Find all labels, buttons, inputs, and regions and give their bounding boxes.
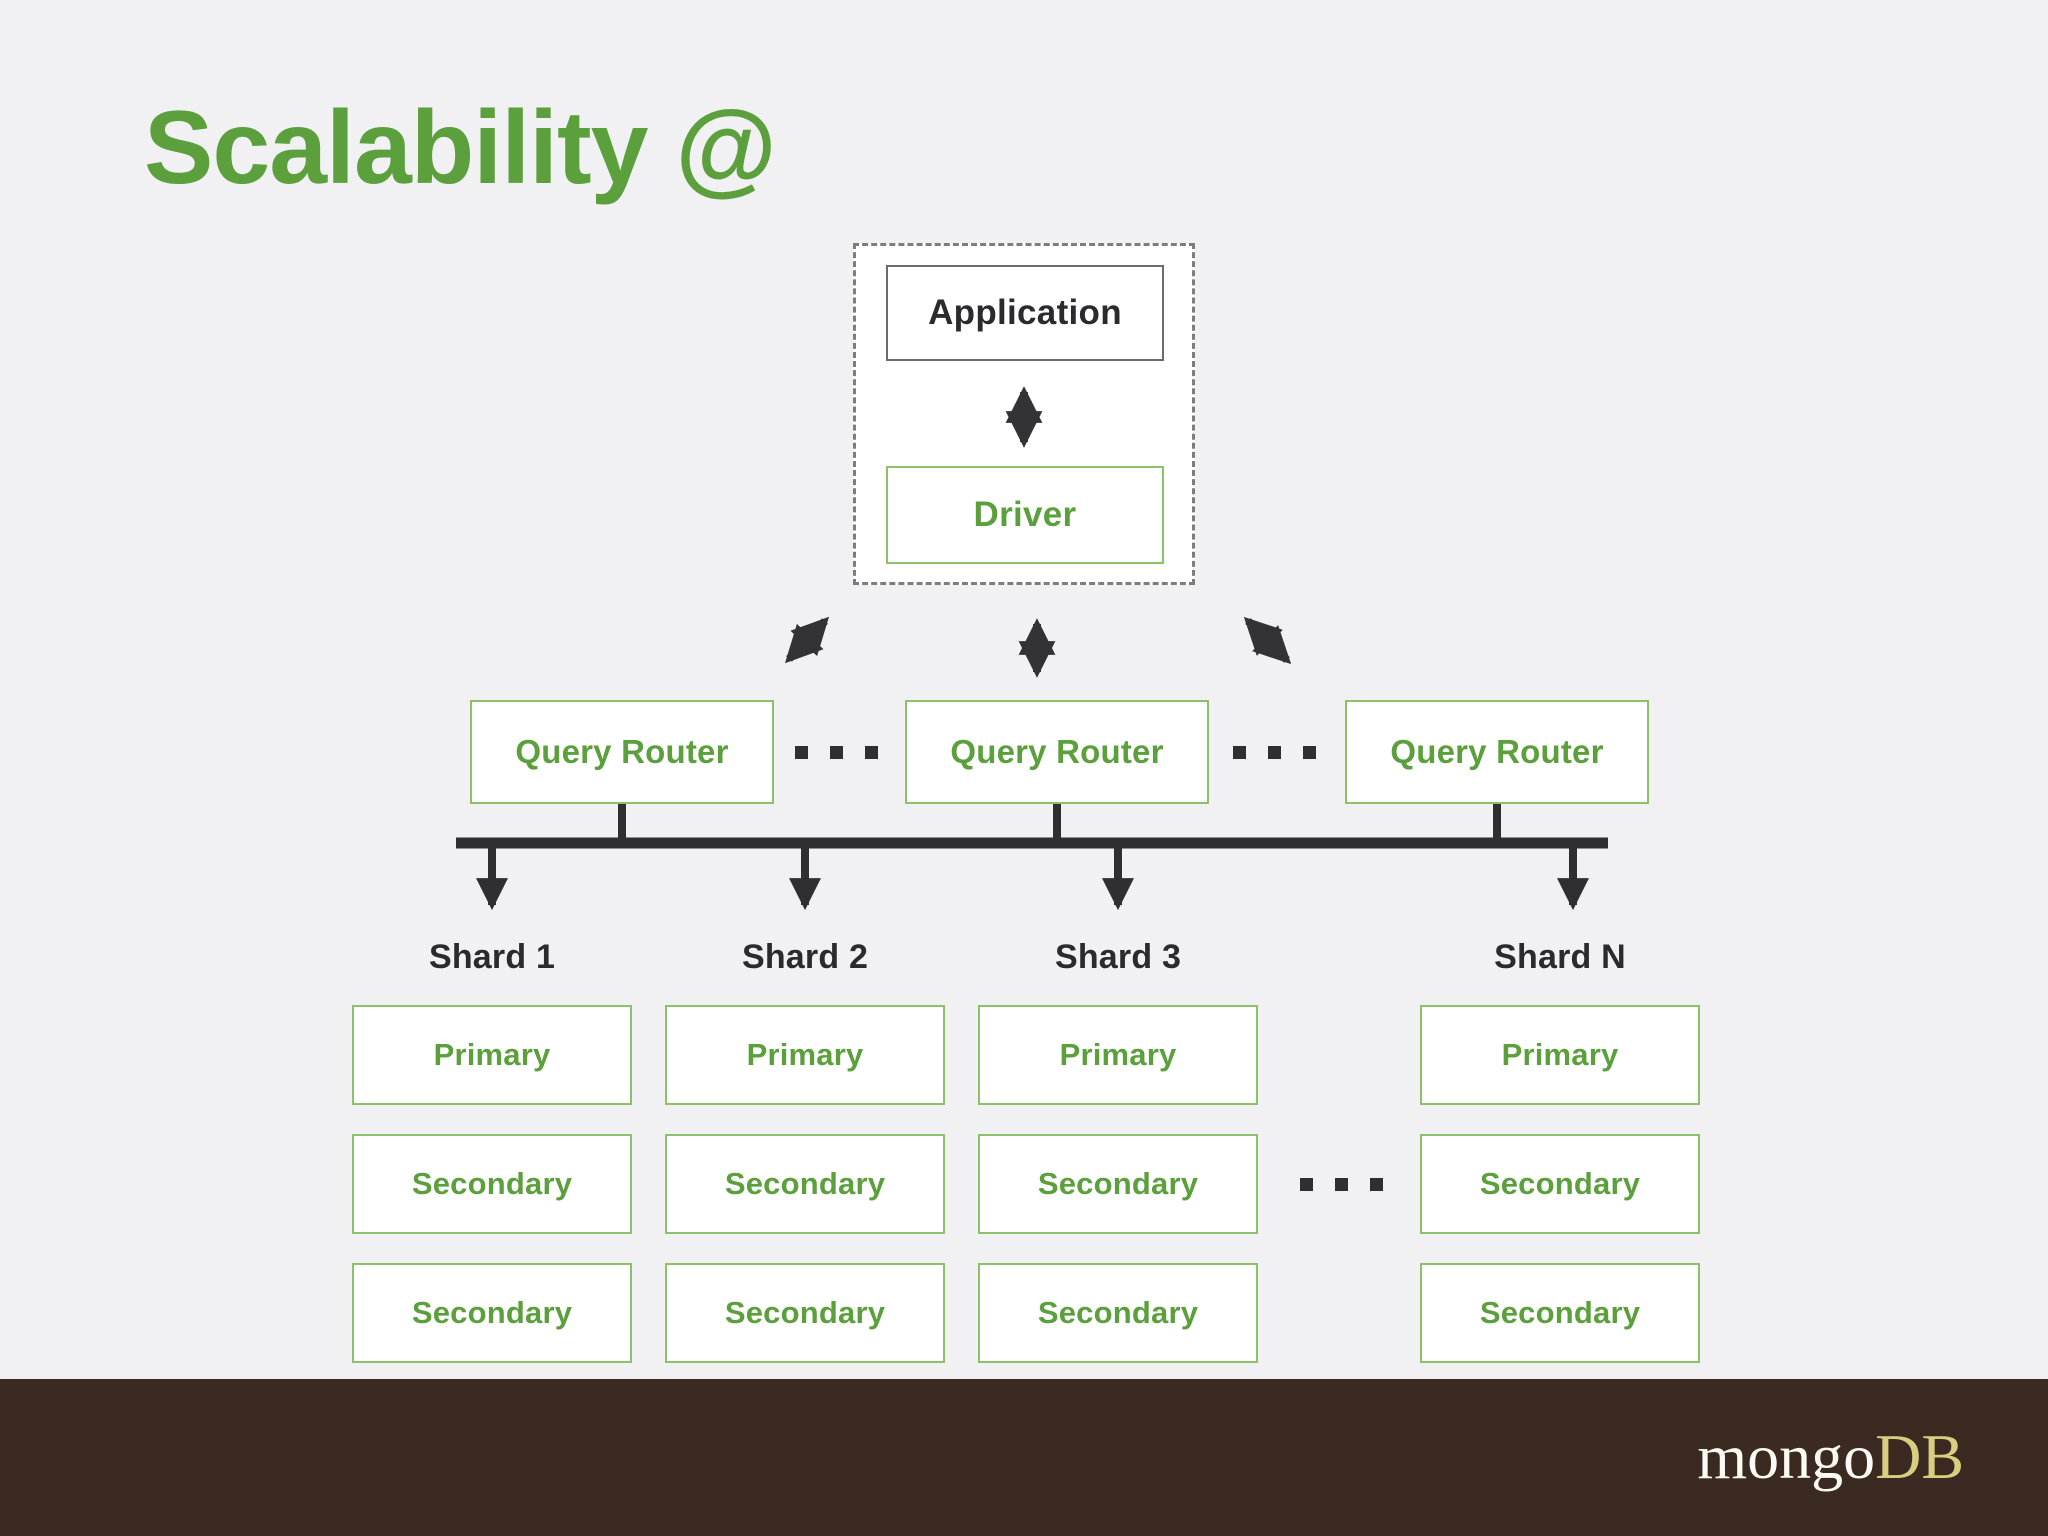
footer-bar: mongoDB (0, 1379, 2048, 1536)
arrow-driver-to-router-left (784, 616, 830, 664)
node-label: Primary (1501, 1037, 1619, 1072)
ellipsis-between-router-1-2 (795, 746, 878, 759)
shard-3-secondary-node-2[interactable]: Secondary (978, 1263, 1258, 1363)
shard-label-2: Shard 2 (741, 938, 869, 976)
shard-label-1: Shard 1 (428, 938, 556, 976)
query-router-box-3[interactable]: Query Router (1345, 700, 1649, 804)
driver-box[interactable]: Driver (886, 466, 1164, 564)
node-label: Secondary (411, 1295, 573, 1330)
driver-label: Driver (973, 495, 1077, 534)
node-label: Secondary (1037, 1295, 1199, 1330)
shard-1-secondary-node-2[interactable]: Secondary (352, 1263, 632, 1363)
node-label: Primary (433, 1037, 551, 1072)
shard-label-3: Shard 3 (1054, 938, 1182, 976)
node-label: Secondary (1479, 1166, 1641, 1201)
node-label: Primary (1059, 1037, 1177, 1072)
ellipsis-dot (1268, 746, 1281, 759)
ellipsis-dot (865, 746, 878, 759)
ellipsis-dot (1300, 1178, 1313, 1191)
query-router-box-1[interactable]: Query Router (470, 700, 774, 804)
query-router-label: Query Router (1390, 733, 1604, 770)
shard-3-primary-node[interactable]: Primary (978, 1005, 1258, 1105)
ellipsis-dot (1335, 1178, 1348, 1191)
node-label: Secondary (724, 1166, 886, 1201)
shard-n-secondary-node-1[interactable]: Secondary (1420, 1134, 1700, 1234)
ellipsis-dot (1370, 1178, 1383, 1191)
node-label: Primary (746, 1037, 864, 1072)
shard-n-primary-node[interactable]: Primary (1420, 1005, 1700, 1105)
arrow-driver-to-router-right (1243, 616, 1292, 665)
page-title: Scalability @ (144, 90, 777, 206)
application-box[interactable]: Application (886, 265, 1164, 361)
node-label: Secondary (1037, 1166, 1199, 1201)
ellipsis-dot (795, 746, 808, 759)
shard-n-secondary-node-2[interactable]: Secondary (1420, 1263, 1700, 1363)
shard-2-secondary-node-1[interactable]: Secondary (665, 1134, 945, 1234)
logo-text-mongo: mongo (1697, 1421, 1876, 1492)
ellipsis-dot (830, 746, 843, 759)
query-router-box-2[interactable]: Query Router (905, 700, 1209, 804)
shard-2-secondary-node-2[interactable]: Secondary (665, 1263, 945, 1363)
shard-1-secondary-node-1[interactable]: Secondary (352, 1134, 632, 1234)
shard-1-primary-node[interactable]: Primary (352, 1005, 632, 1105)
shard-3-secondary-node-1[interactable]: Secondary (978, 1134, 1258, 1234)
mongodb-logo: mongoDB (1697, 1425, 1964, 1489)
shard-2-primary-node[interactable]: Primary (665, 1005, 945, 1105)
node-label: Secondary (724, 1295, 886, 1330)
shard-label-n: Shard N (1494, 938, 1626, 976)
logo-text-db: DB (1875, 1421, 1964, 1492)
application-label: Application (928, 293, 1122, 332)
ellipsis-between-router-2-3 (1233, 746, 1316, 759)
node-label: Secondary (411, 1166, 573, 1201)
ellipsis-between-shard-3-n (1300, 1178, 1383, 1191)
ellipsis-dot (1233, 746, 1246, 759)
query-router-label: Query Router (515, 733, 729, 770)
node-label: Secondary (1479, 1295, 1641, 1330)
query-router-label: Query Router (950, 733, 1164, 770)
ellipsis-dot (1303, 746, 1316, 759)
